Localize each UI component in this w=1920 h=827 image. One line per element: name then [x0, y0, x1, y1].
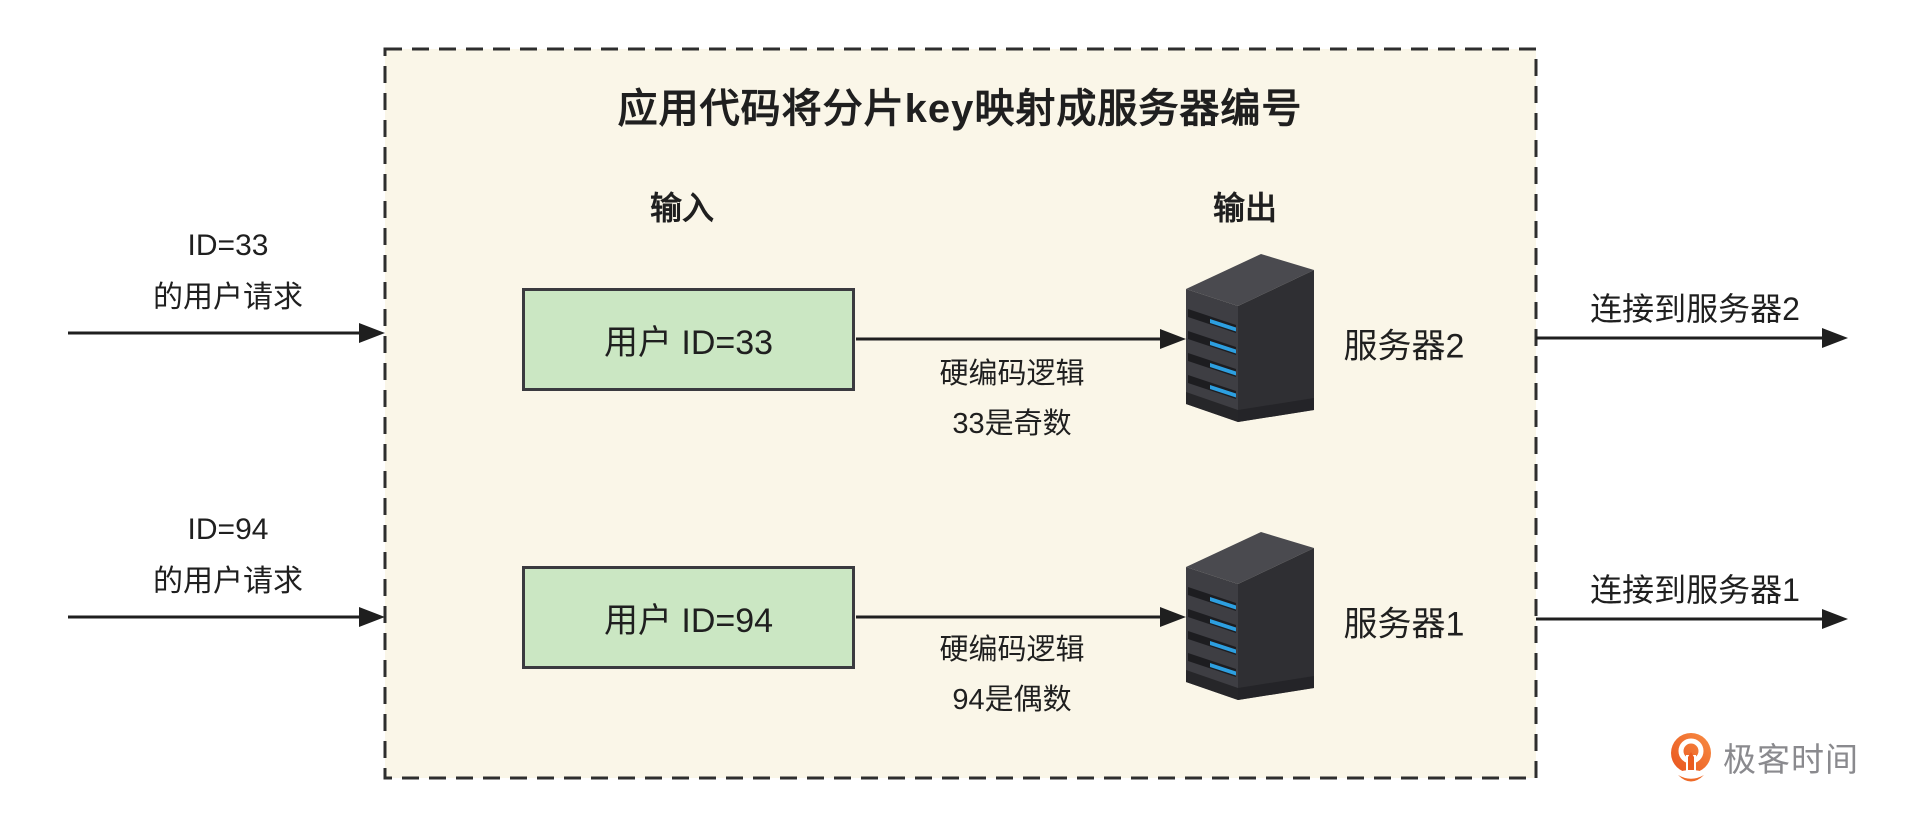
- input-box-2: 用户 ID=94: [522, 566, 855, 669]
- input-box-1: 用户 ID=33: [522, 288, 855, 391]
- connect-label-1: 连接到服务器1: [1590, 572, 1800, 608]
- mapping-label-2: 硬编码逻辑 94是偶数: [939, 625, 1084, 725]
- connect-arrow-1: [1536, 328, 1848, 348]
- server-label-2: 服务器2: [1343, 327, 1465, 366]
- geektime-logo: 极客时间: [1670, 733, 1859, 787]
- request-label-2: ID=94 的用户请求: [153, 504, 303, 608]
- input-box-1-label: 用户 ID=33: [603, 324, 774, 362]
- geektime-logo-icon: [1671, 733, 1711, 782]
- mapping-arrow-1: [856, 329, 1186, 349]
- request-arrow-2: [68, 607, 385, 627]
- request-label-1: ID=33 的用户请求: [153, 220, 303, 324]
- request-2-line2: 的用户请求: [153, 565, 303, 598]
- mapping-2-line1: 硬编码逻辑: [939, 634, 1085, 666]
- request-arrow-1: [68, 323, 385, 343]
- output-column-label: 输出: [1212, 190, 1278, 226]
- request-1-line2: 的用户请求: [153, 281, 303, 314]
- mapping-1-line2: 33是奇数: [952, 408, 1072, 440]
- request-2-line1: ID=94: [187, 513, 269, 546]
- input-box-2-label: 用户 ID=94: [603, 602, 774, 640]
- mapping-label-1: 硬编码逻辑 33是奇数: [939, 349, 1084, 449]
- request-1-line1: ID=33: [187, 229, 269, 262]
- panel-title: 应用代码将分片key映射成服务器编号: [617, 87, 1303, 131]
- server-label-1: 服务器1: [1343, 605, 1465, 644]
- connect-arrow-2: [1536, 609, 1848, 629]
- mapping-1-line1: 硬编码逻辑: [939, 358, 1085, 390]
- input-column-label: 输入: [649, 190, 715, 226]
- mapping-arrow-2: [856, 607, 1186, 627]
- connect-label-2: 连接到服务器2: [1590, 291, 1800, 327]
- geektime-logo-text: 极客时间: [1723, 741, 1859, 778]
- mapping-2-line2: 94是偶数: [952, 684, 1072, 716]
